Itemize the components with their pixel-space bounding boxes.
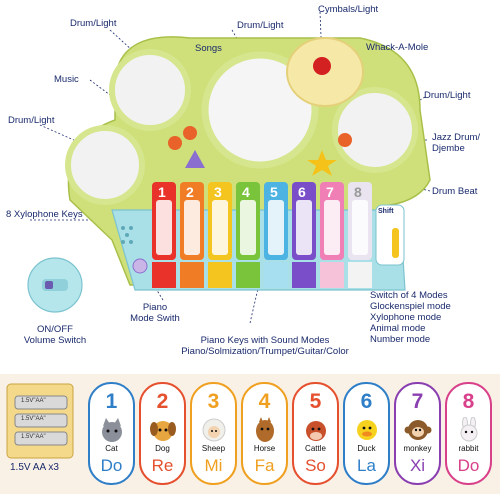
toy-body xyxy=(65,36,431,291)
piano-mode-line2: Mode Swith xyxy=(130,313,180,324)
card-number: 1 xyxy=(105,390,118,413)
cat-icon xyxy=(102,418,122,442)
card-solfege: Do xyxy=(100,456,123,475)
rabbit-icon xyxy=(460,417,478,442)
card-solfege: Xi xyxy=(409,456,426,475)
callout-songs: Songs xyxy=(195,43,222,54)
jazz-line2: Djembe xyxy=(432,143,465,154)
card-animal-name: Cat xyxy=(105,444,118,453)
battery-compartment: 1.5V"AA" 1.5V"AA" 1.5V"AA" xyxy=(5,382,77,488)
horse-icon xyxy=(256,417,274,442)
monkey-icon xyxy=(404,420,432,440)
onoff-line1: ON/OFF xyxy=(37,324,73,335)
animal-card: 6 Duck La xyxy=(343,382,390,485)
callout-drum-beat: Drum Beat xyxy=(432,186,478,197)
piano-keys-line2: Piano/Solmization/Trumpet/Guitar/Color xyxy=(181,346,349,357)
piano-keys-line1: Piano Keys with Sound Modes xyxy=(200,335,330,346)
sheep-icon xyxy=(202,418,226,442)
animal-card: 7 monkey Xi xyxy=(394,382,441,485)
animal-card: 2 Dog Re xyxy=(139,382,186,485)
key-number: 3 xyxy=(214,184,222,200)
callout-drum-light-left: Drum/Light xyxy=(8,115,55,126)
animal-card: 3 Sheep Mi xyxy=(190,382,237,485)
callout-drum-light-top: Drum/Light xyxy=(70,18,117,29)
battery-caption: 1.5V AA x3 xyxy=(10,462,59,473)
callout-switch-modes: Switch of 4 Modes Glockenspiel mode Xylo… xyxy=(370,290,451,345)
callout-drum-light-right: Drum/Light xyxy=(424,90,471,101)
callout-piano-mode: Piano Mode Swith xyxy=(110,302,200,324)
card-animal-name: Dog xyxy=(155,444,170,453)
card-solfege: Re xyxy=(151,456,174,475)
switch-modes-line1: Switch of 4 Modes xyxy=(370,290,448,301)
switch-modes-line5: Number mode xyxy=(370,334,431,345)
card-solfege: Mi xyxy=(204,456,223,475)
card-number: 4 xyxy=(258,390,271,413)
animal-card: 4 Horse Fa xyxy=(241,382,288,485)
card-number: 2 xyxy=(156,390,169,413)
callout-whack-a-mole: Whack-A-Mole xyxy=(366,42,429,53)
battery-cell-label: 1.5V"AA" xyxy=(21,398,46,404)
animal-card: 1 Cat Do xyxy=(88,382,135,485)
card-number: 5 xyxy=(309,390,322,413)
card-number: 6 xyxy=(360,390,373,413)
key-number: 1 xyxy=(158,184,166,200)
card-animal-name: Horse xyxy=(253,444,276,453)
callout-xylophone-keys: 8 Xylophone Keys xyxy=(6,209,83,220)
jazz-line1: Jazz Drum/ xyxy=(432,132,481,143)
cattle-icon xyxy=(306,421,326,441)
callout-music: Music xyxy=(54,74,79,85)
callout-drum-light-mid: Drum/Light xyxy=(237,20,284,31)
battery-cell-label: 1.5V"AA" xyxy=(21,416,46,422)
xylophone-key-numbers: 1 2 3 4 5 6 7 8 xyxy=(152,184,376,200)
key-number: 4 xyxy=(242,184,250,200)
animal-card: 8 rabbit Do xyxy=(445,382,492,485)
animal-card: 5 Cattle So xyxy=(292,382,339,485)
shift-label: Shift xyxy=(378,208,394,215)
card-animal-name: monkey xyxy=(403,444,432,453)
card-number: 8 xyxy=(462,390,475,413)
card-animal-name: Cattle xyxy=(305,444,326,453)
onoff-line2: Volume Switch xyxy=(23,335,87,346)
card-solfege: Do xyxy=(457,456,480,475)
callout-lines xyxy=(27,11,431,324)
callout-onoff-switch: ON/OFF Volume Switch xyxy=(10,324,100,346)
card-solfege: La xyxy=(357,456,376,475)
card-number: 3 xyxy=(207,390,220,413)
card-animal-name: rabbit xyxy=(458,444,479,453)
battery-cell-label: 1.5V"AA" xyxy=(21,434,46,440)
key-number: 5 xyxy=(270,184,278,200)
switch-modes-line3: Xylophone mode xyxy=(370,312,442,323)
key-number: 2 xyxy=(186,184,194,200)
switch-modes-line4: Animal mode xyxy=(370,323,426,334)
card-animal-name: Duck xyxy=(357,444,376,453)
switch-modes-line2: Glockenspiel mode xyxy=(370,301,451,312)
card-animal-name: Sheep xyxy=(201,444,226,453)
card-number: 7 xyxy=(411,390,424,413)
key-number: 7 xyxy=(326,184,334,200)
callout-piano-keys: Piano Keys with Sound Modes Piano/Solmiz… xyxy=(165,335,365,357)
card-solfege: Fa xyxy=(254,456,275,475)
key-number: 8 xyxy=(354,184,362,200)
dog-icon xyxy=(150,421,176,441)
onoff-switch-inset xyxy=(27,257,83,313)
card-solfege: So xyxy=(305,456,326,475)
duck-icon xyxy=(357,420,377,440)
piano-mode-line1: Piano xyxy=(142,302,168,313)
key-number: 6 xyxy=(298,184,306,200)
callout-jazz-drum: Jazz Drum/ Djembe xyxy=(432,132,480,154)
callout-cymbals-light: Cymbals/Light xyxy=(318,4,379,15)
